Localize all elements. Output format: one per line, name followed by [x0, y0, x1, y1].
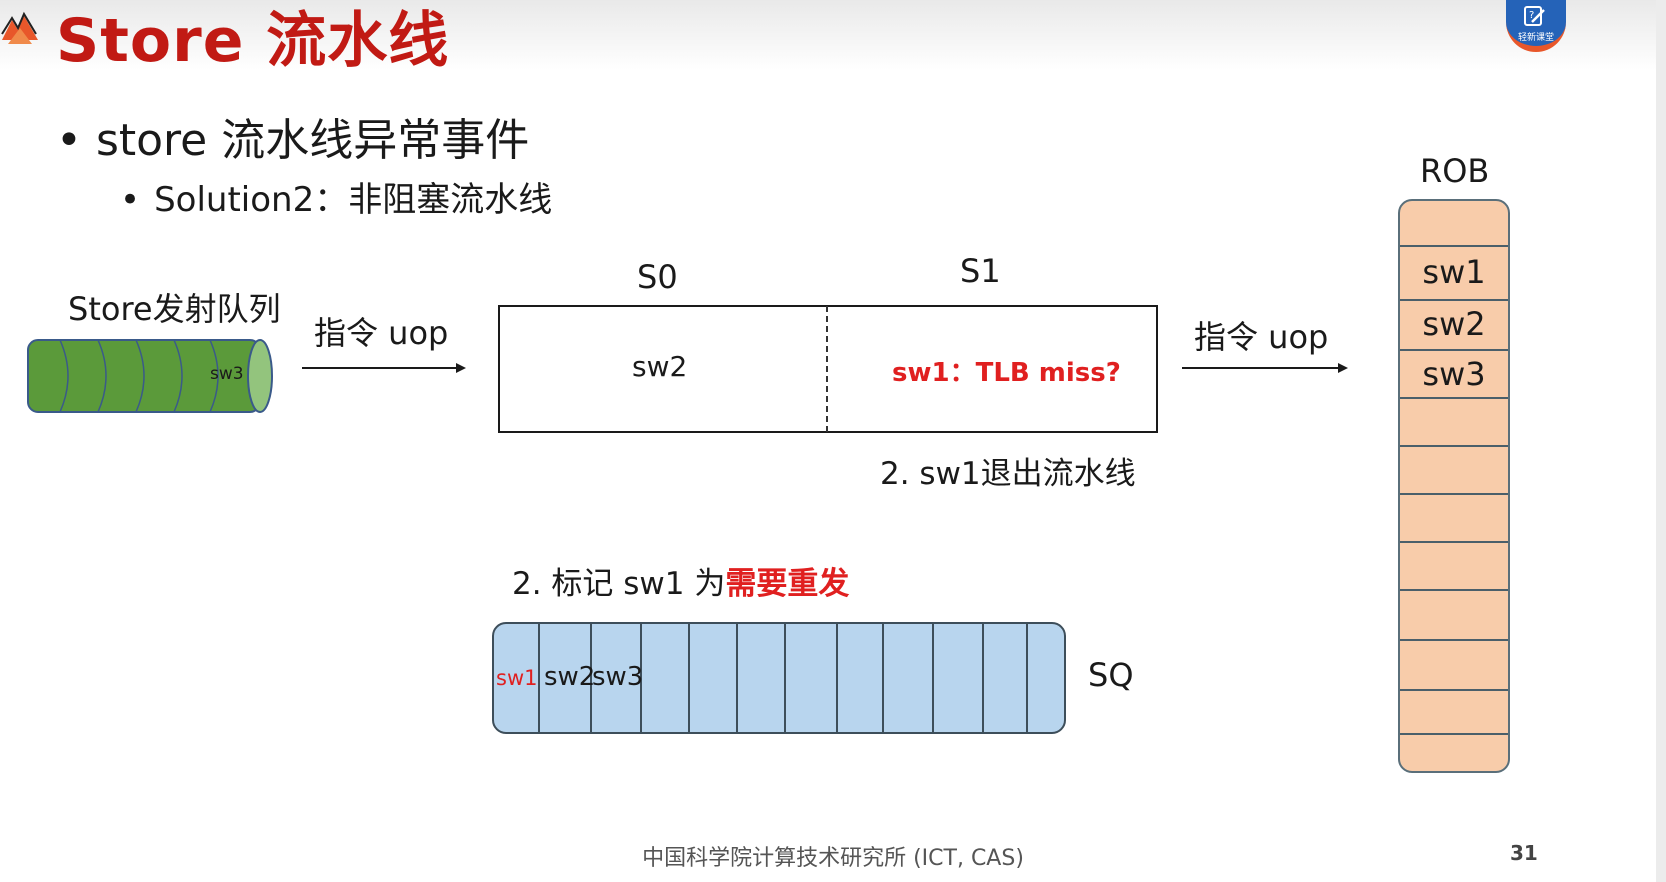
rob-row-divider [1400, 349, 1508, 351]
page-number: 31 [1510, 841, 1538, 865]
store-queue: sw1 sw2 sw3 [492, 622, 1066, 734]
rob-row-divider [1400, 445, 1508, 447]
sq-slot-divider [882, 624, 884, 732]
scrollbar[interactable] [1656, 0, 1666, 882]
sq-slot-divider [784, 624, 786, 732]
pipeline-note: 2. sw1退出流水线 [880, 456, 1136, 492]
sq-slot-divider [1026, 624, 1028, 732]
arrow-right-icon [1182, 363, 1348, 373]
sq-slot-divider [982, 624, 984, 732]
bullet-main-text: store 流水线异常事件 [95, 115, 530, 166]
issue-queue-entry: sw3 [210, 364, 244, 384]
sq-slot-divider [836, 624, 838, 732]
bullet-sub: • Solution2：非阻塞流水线 [120, 172, 552, 221]
arrow-right-label: 指令 uop [1194, 318, 1329, 356]
svg-text:?: ? [1529, 10, 1534, 21]
rob-row-divider [1400, 299, 1508, 301]
rob-entry: sw2 [1422, 305, 1486, 343]
ict-logo-icon [1, 11, 38, 44]
stage-divider [826, 306, 828, 432]
arrow-right-icon [302, 363, 466, 373]
rob-row-divider [1400, 639, 1508, 641]
issue-queue-label: Store发射队列 [68, 290, 281, 328]
sq-slot-divider [538, 624, 540, 732]
sq-entry: sw3 [592, 662, 644, 692]
lecture-app-badge[interactable]: ? 轻新课堂 [1506, 0, 1566, 52]
rob-row-divider [1400, 493, 1508, 495]
slide-title: Store 流水线 [56, 6, 450, 76]
sq-slot-divider [590, 624, 592, 732]
sq-label: SQ [1088, 656, 1134, 694]
rob-row-divider [1400, 589, 1508, 591]
sq-note-text: 2. 标记 sw1 为 [512, 566, 726, 602]
rob-row-divider [1400, 689, 1508, 691]
bullet-dot: • [56, 115, 82, 166]
rob-column: sw1 sw2 sw3 [1398, 199, 1510, 773]
slide-header-bar [0, 0, 1666, 70]
rob-row-divider [1400, 541, 1508, 543]
sq-note: 2. 标记 sw1 为需要重发 [512, 558, 849, 603]
sq-note-highlight: 需要重发 [725, 566, 850, 602]
sq-slot-divider [640, 624, 642, 732]
sq-slot-divider [932, 624, 934, 732]
rob-row-divider [1400, 397, 1508, 399]
bullet-sub-text: Solution2：非阻塞流水线 [154, 180, 553, 220]
arrow-left-label: 指令 uop [314, 314, 449, 352]
stage-s0-label: S0 [637, 258, 678, 296]
pipeline-box [498, 305, 1158, 433]
sq-entry: sw2 [544, 662, 596, 692]
issue-queue-cylinder [27, 339, 273, 413]
rob-entry: sw1 [1422, 253, 1486, 291]
sq-slot-divider [688, 624, 690, 732]
rob-entry: sw3 [1422, 355, 1486, 393]
sq-entry: sw1 [496, 666, 538, 690]
rob-label: ROB [1420, 152, 1490, 190]
stage-s1-content: sw1：TLB miss? [892, 358, 1121, 388]
rob-row-divider [1400, 733, 1508, 735]
stage-s0-content: sw2 [632, 350, 688, 383]
sq-slot-divider [736, 624, 738, 732]
bullet-dot: • [120, 180, 141, 220]
bullet-main: • store 流水线异常事件 [56, 104, 529, 168]
rob-row-divider [1400, 245, 1508, 247]
edit-icon: ? [1524, 6, 1545, 26]
stage-s1-label: S1 [960, 252, 1001, 290]
footer-institution: 中国科学院计算技术研究所 (ICT, CAS) [642, 846, 1024, 871]
badge-label: 轻新课堂 [1517, 33, 1554, 43]
